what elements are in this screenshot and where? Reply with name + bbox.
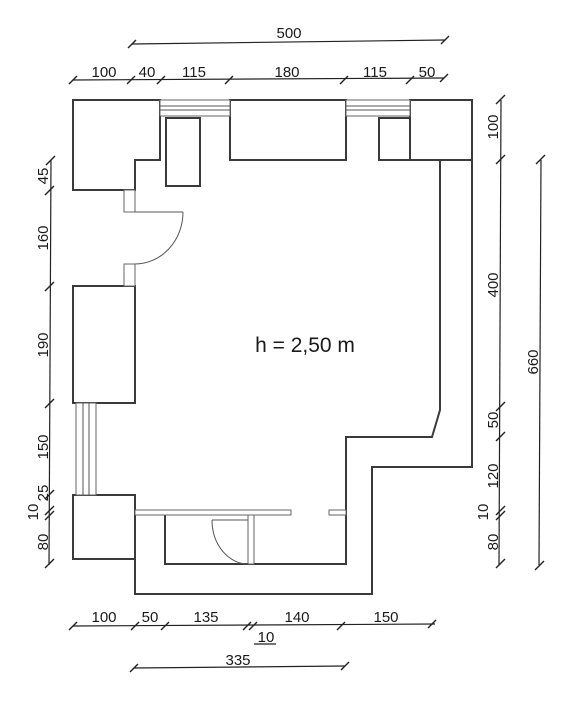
dimensions-left: 45 160 190 150 25 10 80 <box>25 155 56 569</box>
dim-left-3: 190 <box>35 332 52 357</box>
dim-left-4: 150 <box>35 434 52 459</box>
dim-right-5: 10 <box>475 504 492 521</box>
dimensions-top: 500 100 40 115 180 115 50 <box>68 25 450 85</box>
wall-block-left-middle <box>72 285 136 404</box>
pillar-right <box>378 117 411 161</box>
dim-right-total: 660 <box>525 349 542 374</box>
windows <box>75 99 411 496</box>
dim-left-7: 80 <box>35 534 52 551</box>
dim-bottom-1: 100 <box>91 609 116 626</box>
door-swing-left <box>134 211 184 265</box>
dim-bottom-small: 10 <box>258 629 275 646</box>
door-jamb-bottom <box>247 514 255 565</box>
dim-left-5: 25 <box>35 485 52 502</box>
dim-top-total: 500 <box>276 25 301 42</box>
dim-top-2: 40 <box>139 64 156 81</box>
dim-right-6: 80 <box>485 534 502 551</box>
door-jamb-left-top <box>123 189 136 213</box>
inner-wall <box>96 159 441 565</box>
dim-bottom-3: 135 <box>193 609 218 626</box>
dim-top-3: 115 <box>182 64 206 81</box>
doors <box>123 189 347 565</box>
dim-top-1: 100 <box>91 64 116 81</box>
dim-bottom-4: 140 <box>284 609 309 626</box>
dimensions-bottom: 100 50 135 140 150 10 335 <box>68 609 437 673</box>
dim-right-3: 50 <box>485 412 502 429</box>
dim-left-6: 10 <box>25 504 42 521</box>
door-swing-bottom <box>211 519 249 565</box>
window-top-left <box>159 99 231 117</box>
wall-block-top-left <box>72 99 161 191</box>
partition-bottom-right <box>328 509 347 516</box>
wall-block-top-right <box>409 99 473 161</box>
wall-block-bottom-left <box>72 494 136 560</box>
dim-left-1: 45 <box>35 168 52 185</box>
dim-top-4: 180 <box>274 64 299 81</box>
dimensions-right-total: 660 <box>525 154 546 571</box>
dim-right-2: 400 <box>485 272 502 297</box>
door-jamb-left-bottom <box>123 263 136 287</box>
ceiling-height-label: h = 2,50 m <box>255 334 355 357</box>
dimensions-right-inner: 100 400 50 120 10 80 <box>475 94 506 569</box>
window-top-right <box>345 99 411 117</box>
dim-bottom-2: 50 <box>142 609 159 626</box>
dim-bottom-total: 335 <box>225 652 250 669</box>
pillar-left <box>165 117 201 187</box>
walls <box>72 99 473 595</box>
window-left <box>75 402 97 496</box>
dim-bottom-5: 150 <box>373 609 398 626</box>
dim-top-5: 115 <box>363 64 387 81</box>
dim-right-1: 100 <box>485 114 502 139</box>
wall-block-top-middle <box>229 99 347 161</box>
dim-right-4: 120 <box>485 463 502 488</box>
dim-top-6: 50 <box>419 64 436 81</box>
dim-left-2: 160 <box>35 225 52 250</box>
partition-bottom <box>134 509 292 516</box>
